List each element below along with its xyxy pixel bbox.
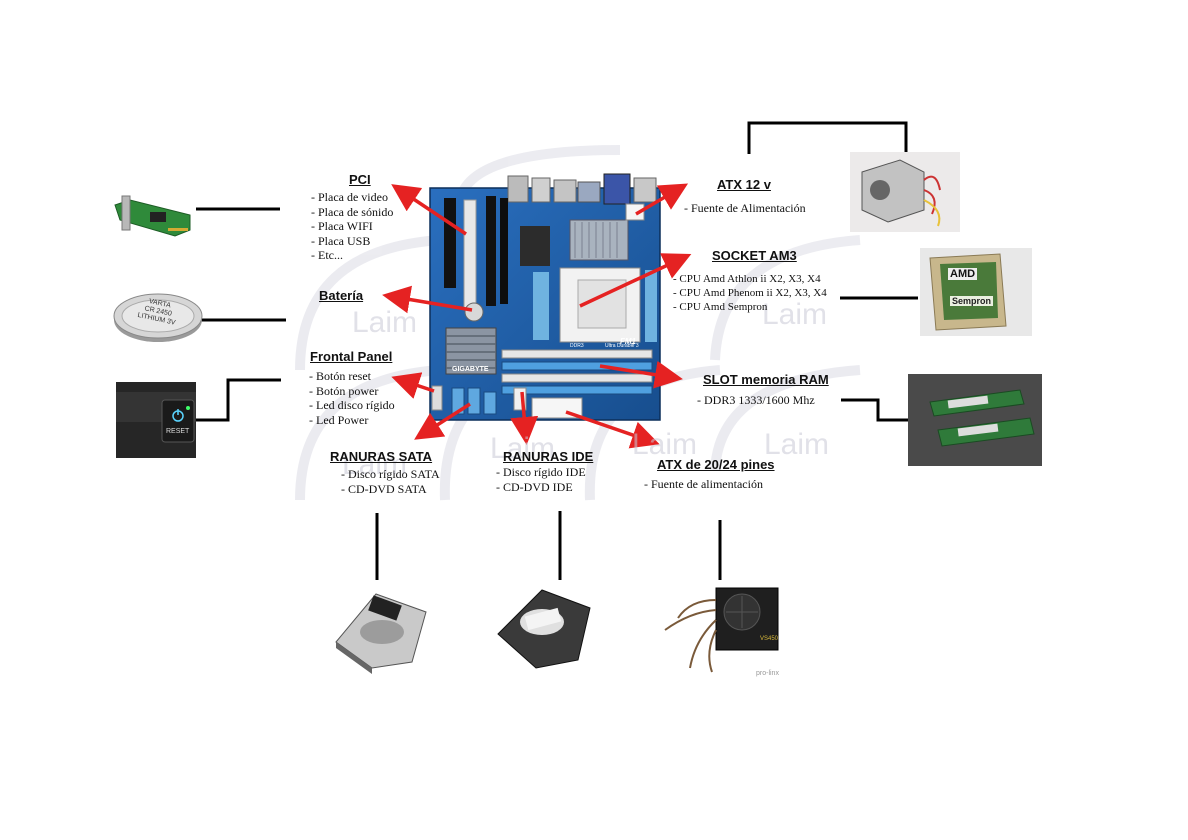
socket-item: - CPU Amd Athlon ii X2, X3, X4 (673, 273, 821, 285)
board-chipset: FM1 (620, 337, 636, 346)
hdd-ide-photo (497, 589, 591, 669)
hdd-sata-photo (335, 593, 427, 674)
battery-photo (113, 293, 203, 342)
atx12-item: - Fuente de Alimentación (684, 201, 806, 215)
reset-label: RESET (166, 428, 190, 435)
frontal-item: - Led Power (309, 412, 369, 427)
watermark-6: Laim (764, 428, 830, 461)
sata-item: - Disco rígido SATA (341, 467, 440, 481)
arrow-frontal (391, 372, 435, 399)
atx2024-list: - Fuente de alimentación (644, 477, 763, 492)
ide-heading: RANURAS IDE (503, 449, 594, 464)
arrow-pci (391, 184, 467, 236)
frontal-item: - Botón reset (309, 369, 371, 383)
sata-item: - CD-DVD SATA (341, 481, 427, 496)
psu-label: VS450 (760, 636, 779, 642)
atx12-list: - Fuente de Alimentación (684, 201, 806, 216)
line-frontal (196, 378, 281, 422)
amd-model: Sempron (950, 296, 994, 306)
arrow-socket (579, 253, 692, 308)
frontal-item: - Botón power (309, 383, 379, 398)
ram-photo (908, 374, 1042, 466)
arrow-ide (510, 391, 539, 445)
arrow-atx2024 (565, 410, 660, 449)
psu-top-photo (850, 152, 960, 232)
watermark-3: Laim (342, 448, 408, 481)
pci-item: - Etc... (311, 248, 343, 263)
board-ram-label: DDR3 (570, 343, 584, 349)
arrow-sata (414, 402, 471, 440)
bateria-heading: Batería (319, 288, 364, 303)
reset-button-photo (116, 382, 196, 458)
motherboard (429, 173, 661, 421)
line-ram (841, 398, 908, 422)
sata-heading: RANURAS SATA (330, 449, 433, 464)
amd-logo: AMD (948, 268, 978, 280)
pci-card-photo (114, 195, 191, 237)
arrow-atx12 (635, 183, 689, 216)
frontal-heading: Frontal Panel (310, 349, 393, 364)
pci-item: - Placa WIFI (311, 219, 373, 234)
socket-item: - CPU Amd Sempron (673, 301, 768, 313)
pci-heading: PCI (349, 172, 371, 187)
line-atx12 (747, 121, 908, 154)
board-ultra: Ultra Durable 3 (605, 343, 639, 349)
connector-lines (196, 121, 918, 580)
board-brand: GIGABYTE (452, 366, 489, 373)
pci-item: - Placa USB (311, 233, 371, 248)
ram-list: - DDR3 1333/1600 Mhz (697, 393, 815, 408)
ide-item: - Disco rígido IDE (496, 465, 586, 479)
red-arrows (382, 183, 692, 449)
socket-heading: SOCKET AM3 (712, 248, 797, 263)
atx12-heading: ATX 12 v (717, 177, 771, 192)
socket-item: - CPU Amd Phenom ii X2, X3, X4 (673, 287, 827, 299)
watermark-2: Laim (762, 298, 828, 331)
sata-list: - Disco rígido SATA - CD-DVD SATA (341, 467, 440, 496)
atx2024-heading: ATX de 20/24 pines (657, 457, 775, 472)
psu-brand: pro-linx (756, 670, 779, 677)
atx2024-item: - Fuente de alimentación (644, 477, 763, 491)
ide-item: - CD-DVD IDE (496, 479, 573, 494)
cpu-photo (920, 248, 1032, 336)
ram-heading: SLOT memoria RAM (703, 372, 829, 387)
arrow-bateria (382, 285, 473, 314)
pci-item: - Placa de video (311, 190, 388, 204)
ram-item: - DDR3 1333/1600 Mhz (697, 393, 815, 407)
watermark-4: Laim (490, 432, 556, 465)
watermark-5: Laim (632, 428, 698, 461)
pci-item: - Placa de sónido (311, 204, 394, 219)
psu-photo (664, 587, 779, 673)
socket-list: - CPU Amd Athlon ii X2, X3, X4 - CPU Amd… (673, 272, 827, 314)
arrow-ram (599, 360, 683, 389)
frontal-list: - Botón reset - Botón power - Led disco … (309, 369, 395, 427)
frontal-item: - Led disco rígido (309, 398, 395, 413)
ide-list: - Disco rígido IDE - CD-DVD IDE (496, 465, 586, 494)
watermark-1: Laim (352, 306, 418, 339)
pci-list: - Placa de video - Placa de sónido - Pla… (311, 190, 393, 263)
